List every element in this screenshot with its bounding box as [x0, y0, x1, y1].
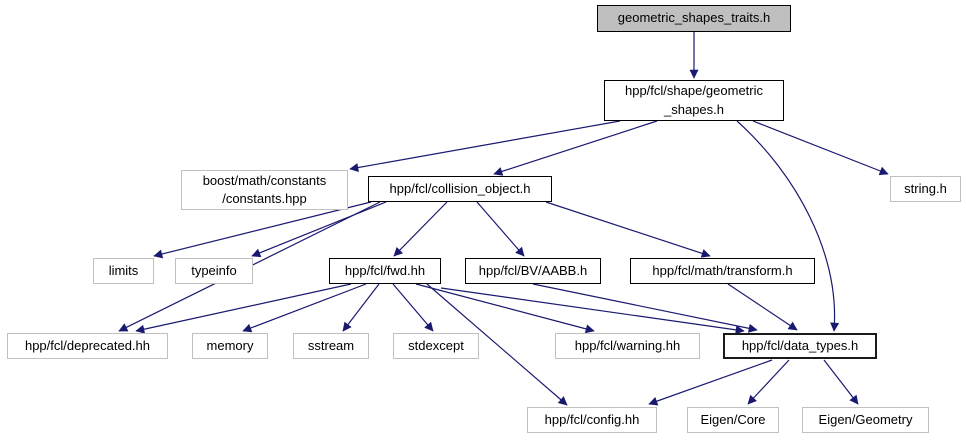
edge-fwd-data_types — [440, 287, 745, 335]
edge-data_types-config — [648, 359, 773, 406]
node-collision_object[interactable]: hpp/fcl/collision_object.h — [368, 176, 552, 202]
node-eigen_geometry: Eigen/Geometry — [802, 407, 929, 433]
edge-collision_object-fwd — [393, 201, 448, 257]
edge-geometric_shapes-boost_constants — [349, 120, 621, 172]
edge-data_types-eigen_core — [747, 359, 790, 405]
edge-fwd-memory — [242, 283, 367, 333]
node-stdexcept: stdexcept — [393, 333, 479, 359]
edge-geometric_shapes-string_h — [752, 120, 889, 176]
node-deprecated: hpp/fcl/deprecated.hh — [7, 333, 168, 359]
node-traits: geometric_shapes_traits.h — [597, 5, 791, 32]
node-eigen_core: Eigen/Core — [687, 407, 779, 433]
edge-fwd-sstream — [342, 283, 380, 332]
node-typeinfo: typeinfo — [175, 258, 253, 284]
node-sstream: sstream — [293, 333, 369, 359]
edge-collision_object-aabb — [476, 201, 525, 257]
edge-fwd-deprecated — [135, 283, 352, 334]
node-data_types[interactable]: hpp/fcl/data_types.h — [723, 333, 877, 359]
node-geometric_shapes[interactable]: hpp/fcl/shape/geometric _shapes.h — [604, 80, 784, 121]
node-config: hpp/fcl/config.hh — [527, 407, 657, 433]
node-memory: memory — [192, 333, 268, 359]
edge-fwd-config — [426, 283, 568, 406]
edge-aabb-data_types — [532, 283, 758, 333]
edge-collision_object-limits — [153, 201, 372, 259]
node-string_h: string.h — [890, 176, 961, 202]
edge-fwd-warning — [415, 283, 595, 334]
node-warning: hpp/fcl/warning.hh — [555, 333, 700, 359]
node-aabb[interactable]: hpp/fcl/BV/AABB.h — [465, 258, 601, 284]
edge-geometric_shapes-data_types — [736, 120, 840, 332]
edge-fwd-stdexcept — [392, 283, 434, 332]
edge-data_types-eigen_geometry — [823, 359, 859, 405]
node-limits: limits — [93, 258, 154, 284]
node-transform[interactable]: hpp/fcl/math/transform.h — [630, 258, 815, 284]
node-fwd[interactable]: hpp/fcl/fwd.hh — [329, 258, 441, 284]
edge-geometric_shapes-collision_object — [493, 120, 658, 176]
edge-transform-data_types — [727, 283, 798, 331]
edge-collision_object-transform — [545, 201, 711, 258]
node-boost_constants: boost/math/constants /constants.hpp — [181, 170, 348, 210]
edge-collision_object-typeinfo — [251, 201, 387, 258]
